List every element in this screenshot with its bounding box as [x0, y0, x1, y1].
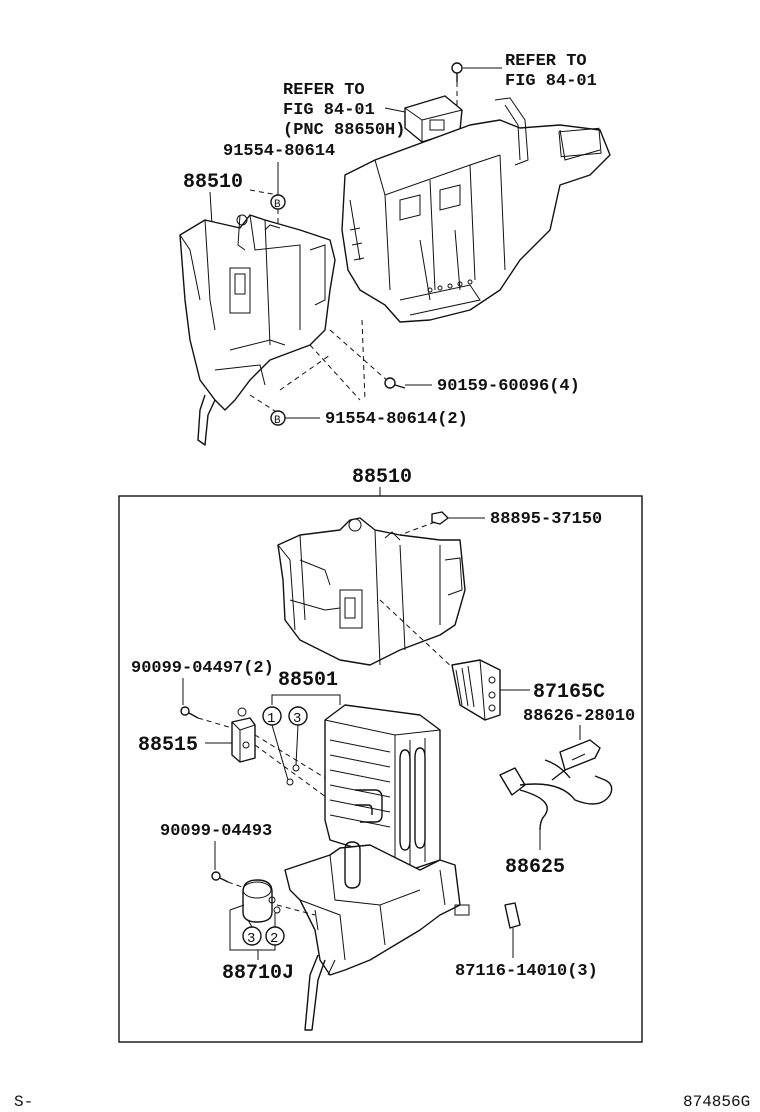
dashed-line: [249, 189, 279, 196]
refer-to-label-1: REFER TO: [505, 52, 587, 71]
leader-line: [247, 919, 253, 928]
dashed-line: [361, 319, 366, 401]
leader-line: [209, 191, 213, 226]
top-bolt-icon: [451, 62, 463, 82]
marker-b-icon-2: B: [270, 410, 286, 427]
dashed-line: [249, 394, 279, 414]
oring-icon: [268, 896, 276, 904]
dashed-line: [309, 344, 361, 401]
svg-text:3: 3: [293, 711, 301, 727]
p88515-label: 88515: [138, 734, 198, 757]
bracket-88501: [271, 694, 341, 705]
svg-text:1: 1: [267, 711, 275, 727]
p88895-label: 88895-37150: [490, 510, 602, 529]
p88501-label: 88501: [278, 669, 338, 692]
p88625-label: 88625: [505, 856, 565, 879]
ac-housing-icon: [341, 97, 611, 323]
oring-icon: [292, 764, 300, 772]
svg-text:3: 3: [247, 931, 255, 947]
screw-90099b-icon: [211, 871, 229, 883]
svg-text:B: B: [274, 199, 281, 211]
pressure-switch-icon: [242, 879, 273, 923]
marker-b-icon: B: [270, 194, 286, 211]
p90099b-label: 90099-04493: [160, 822, 272, 841]
dashed-line: [379, 599, 456, 671]
leader-line: [384, 107, 406, 113]
footer-left-code: S-: [14, 1093, 33, 1111]
dashed-line: [197, 717, 233, 729]
p88710-label: 88710J: [222, 962, 294, 985]
fig-ref-label-1: FIG 84-01: [505, 72, 597, 91]
resistor-87165c-icon: [451, 659, 501, 721]
clip-icon: [431, 511, 449, 525]
screw-90099a-icon: [180, 706, 199, 719]
svg-text:2: 2: [270, 931, 278, 947]
leader-line: [229, 904, 245, 911]
dashed-line: [254, 744, 331, 801]
screw-label: 90159-60096(4): [437, 377, 580, 396]
bolt-b-label: 91554-80614(2): [325, 410, 468, 429]
footer-right-code: 874856G: [683, 1093, 750, 1111]
oring-icon: [286, 778, 294, 786]
assembly-box: [118, 495, 643, 1043]
circle-num-3b-icon: 3: [242, 926, 262, 947]
p87116-label: 87116-14010(3): [455, 962, 598, 981]
dashed-line: [227, 881, 246, 889]
wire-harness-icon: [499, 759, 613, 831]
circle-num-3-icon: 3: [288, 706, 308, 727]
dashed-line: [279, 354, 331, 391]
unit-88510-top-label: 88510: [183, 171, 243, 194]
p90099a-label: 90099-04497(2): [131, 659, 274, 678]
screw-icon: [384, 377, 406, 389]
circle-num-1-icon: 1: [262, 706, 282, 727]
box-title-label: 88510: [352, 466, 412, 489]
fig-ref-label-2: FIG 84-01: [283, 101, 375, 120]
circle-num-2-icon: 2: [265, 926, 285, 947]
pnc-ref-label: (PNC 88650H): [283, 121, 405, 140]
refer-to-label-2: REFER TO: [283, 81, 365, 100]
expansion-valve-icon: [231, 707, 256, 763]
svg-text:B: B: [274, 415, 281, 427]
bracket-88710: [229, 910, 276, 951]
leader-line: [271, 724, 289, 781]
evaporator-unit-top-icon: [179, 214, 336, 446]
evaporator-upper-case-icon: [277, 517, 466, 666]
bolt-a-label: 91554-80614: [223, 142, 335, 161]
evaporator-lower-case-icon: [284, 841, 470, 1031]
evaporator-core-icon: [324, 704, 441, 871]
dashed-line: [329, 329, 391, 384]
p88626-label: 88626-28010: [523, 707, 635, 726]
p87165-label: 87165C: [533, 681, 605, 704]
thermistor-icon: [551, 739, 601, 781]
leader-line: [295, 724, 299, 766]
oring-icon: [273, 906, 281, 914]
dashed-line: [276, 904, 316, 916]
retainer-clip-icon: [504, 902, 521, 929]
